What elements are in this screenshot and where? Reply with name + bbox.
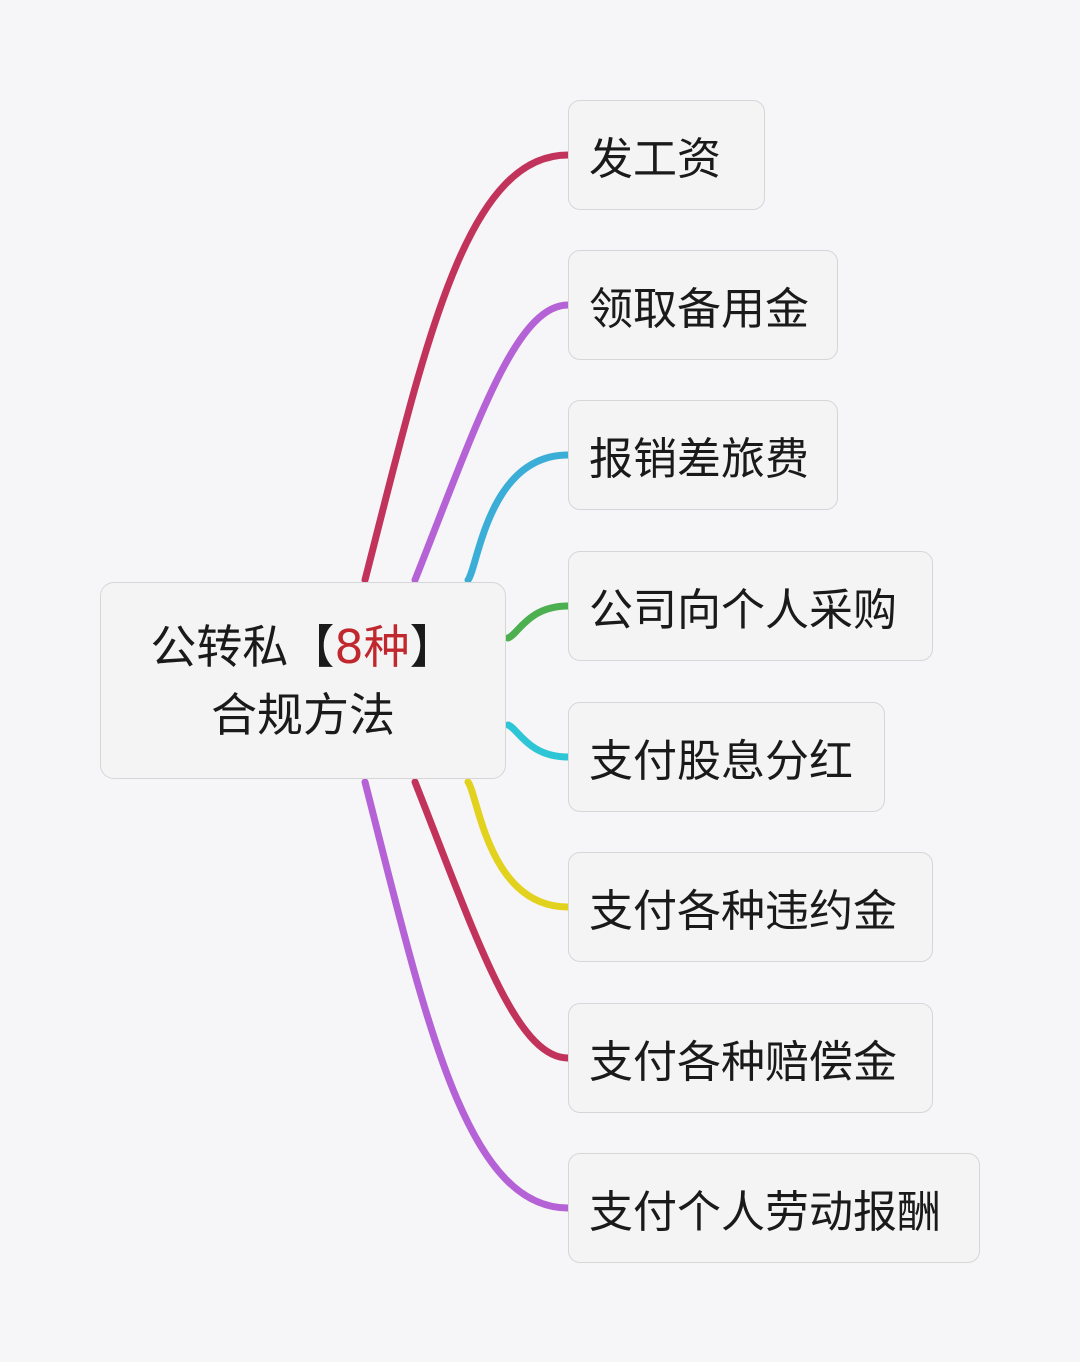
branch-label: 支付股息分红 [589,736,853,787]
branch-node[interactable]: 支付各种违约金 [568,852,933,962]
branch-node[interactable]: 领取备用金 [568,250,838,360]
branch-connector [411,301,572,584]
branch-node[interactable]: 公司向个人采购 [568,551,933,661]
branch-connector [464,451,572,584]
branch-label: 公司向个人采购 [589,585,897,636]
branch-connector [361,778,572,1212]
branch-label: 支付各种违约金 [589,886,897,937]
branch-node[interactable]: 发工资 [568,100,765,210]
branch-node[interactable]: 支付股息分红 [568,702,885,812]
branch-label: 发工资 [589,134,721,185]
branch-node[interactable]: 支付个人劳动报酬 [568,1153,980,1263]
branch-label: 支付个人劳动报酬 [589,1187,941,1238]
branch-connector [411,778,572,1062]
branch-label: 报销差旅费 [589,434,809,485]
branch-connector [504,602,572,642]
branch-node[interactable]: 报销差旅费 [568,400,838,510]
branch-label: 领取备用金 [589,284,809,335]
branch-label: 支付各种赔偿金 [589,1037,897,1088]
branch-connector [361,151,572,584]
central-title-line2: 合规方法 [211,687,395,742]
central-topic[interactable]: 公转私【8种】 合规方法 [100,582,506,779]
central-title-line1: 公转私【8种】 [150,619,456,674]
branch-connector [504,721,572,761]
highlight-count: 8种 [334,619,410,674]
branch-node[interactable]: 支付各种赔偿金 [568,1003,933,1113]
branch-connector [464,778,572,911]
